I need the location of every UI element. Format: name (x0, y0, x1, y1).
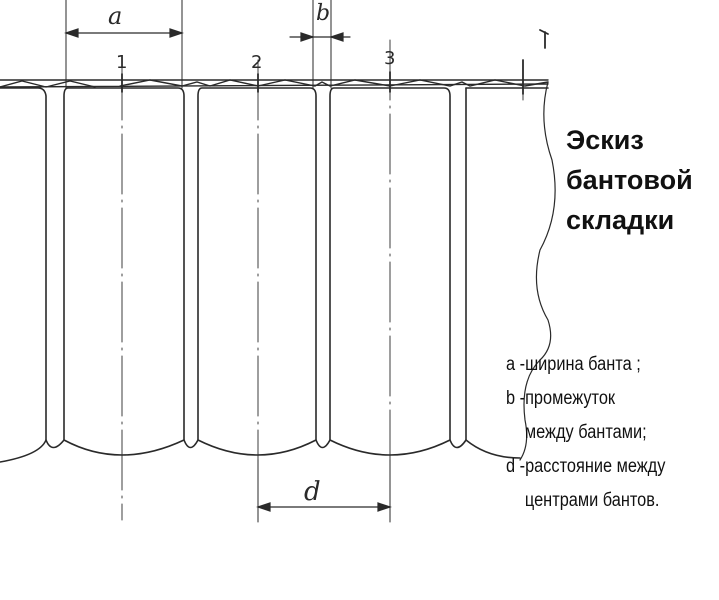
dimension-b-arrow (289, 32, 351, 42)
sketch-title: Эскиз бантовой складки (566, 120, 716, 240)
dimension-b-label: b (316, 1, 330, 26)
dimension-d-extension-lines (257, 459, 391, 523)
break-line (519, 81, 556, 461)
legend-b-line2: между бантами; (524, 422, 647, 443)
pleat-number-3: 3 (384, 48, 395, 69)
dimension-legend: a -ширина банта ; b -промежуток между ба… (506, 348, 687, 518)
pleat-number-2: 2 (251, 52, 262, 73)
legend-d-line2: центрами бантов. (524, 490, 660, 511)
title-line-3: складки (566, 205, 675, 235)
dimension-b-extension-lines (312, 0, 332, 89)
dimension-a-arrow (64, 28, 184, 38)
pleat-number-1: 1 (116, 52, 127, 73)
dimension-a-label: a (108, 2, 122, 30)
top-fold-band (0, 79, 549, 88)
title-line-2: бантовой (566, 165, 693, 195)
legend-a: a -ширина банта ; (506, 354, 641, 375)
dimension-d-arrow (256, 502, 392, 512)
center-ticks (121, 29, 549, 95)
pleat-outline-3 (329, 87, 451, 456)
pleat-outline-2 (197, 87, 317, 456)
legend-b-line1: b -промежуток (506, 388, 616, 409)
dimension-d-label: d (304, 477, 321, 507)
pleat-bodies (0, 87, 549, 463)
pleat-outline-0 (0, 87, 47, 463)
legend-d-line1: d -расстояние между (506, 456, 666, 477)
title-line-1: Эскиз (566, 125, 644, 155)
pleat-outline-1 (63, 87, 185, 456)
dimension-a-extension-lines (65, 0, 183, 89)
